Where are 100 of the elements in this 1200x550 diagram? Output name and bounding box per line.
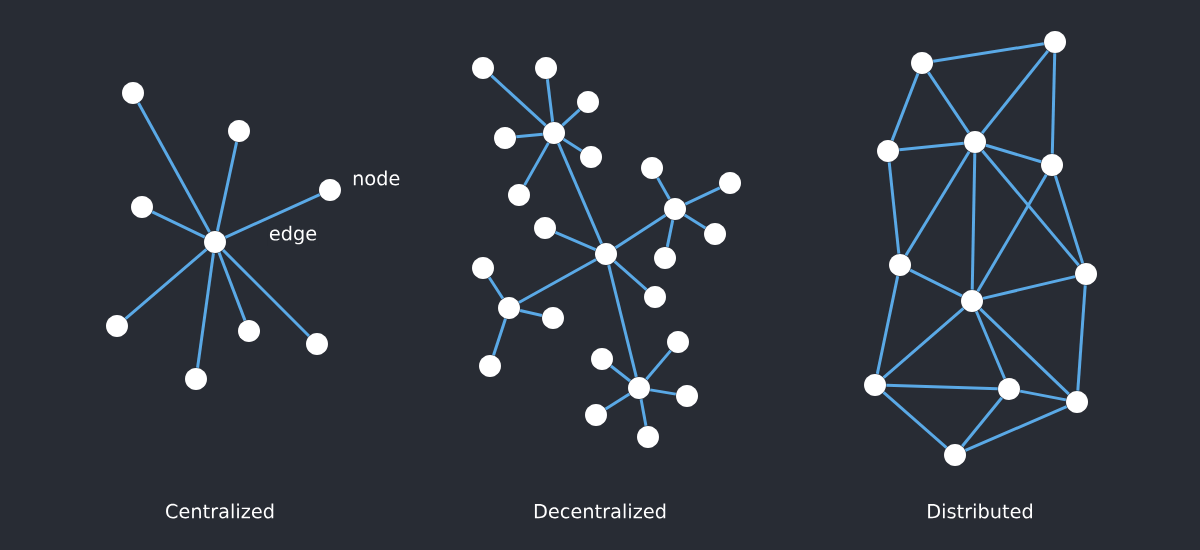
edge-line (890, 73, 920, 141)
network-node (577, 91, 599, 113)
network-node (585, 404, 607, 426)
edge-line (639, 398, 648, 427)
network-node (654, 247, 676, 269)
network-node (664, 198, 686, 220)
edge-line (927, 71, 970, 134)
edge-line (656, 177, 671, 200)
network-node (719, 172, 741, 194)
edge-line (554, 231, 597, 251)
panel-title: Decentralized (534, 503, 666, 519)
edge-line (899, 141, 964, 152)
network-node (543, 122, 565, 144)
network-node (498, 297, 520, 319)
edge-line (610, 364, 631, 383)
edge-line (684, 186, 721, 206)
network-node (595, 243, 617, 265)
edge-line (1053, 175, 1085, 264)
edge-line (490, 74, 547, 127)
edge-line (909, 268, 963, 298)
edge-line (224, 193, 321, 239)
network-node (472, 257, 494, 279)
edge-line (979, 307, 1070, 396)
edge-line (683, 213, 707, 230)
network-node (964, 131, 986, 153)
edge-line (981, 149, 1080, 267)
network-node (591, 348, 613, 370)
network-node (542, 307, 564, 329)
network-node (676, 385, 698, 407)
network-node (535, 57, 557, 79)
edge-line (607, 264, 638, 378)
network-node (228, 120, 250, 142)
network-node (534, 217, 556, 239)
network-node (944, 444, 966, 466)
network-node (889, 254, 911, 276)
edge-line (904, 150, 971, 257)
edge-line (492, 318, 507, 356)
network-node (628, 377, 650, 399)
edge-line (975, 310, 1006, 380)
network-node (472, 57, 494, 79)
network-node (580, 146, 602, 168)
network-node (1066, 391, 1088, 413)
edge-line (886, 383, 998, 391)
edge-line (964, 405, 1068, 452)
edge-line (882, 307, 965, 379)
edge-line (933, 42, 1045, 63)
network-node (204, 231, 226, 253)
network-node (319, 179, 341, 201)
edge-line (561, 108, 581, 127)
edge-line (613, 260, 648, 291)
network-node (1044, 31, 1066, 53)
edge-line (124, 248, 208, 320)
edge-line (649, 388, 677, 396)
network-node (998, 378, 1020, 400)
network-node (641, 157, 663, 179)
edge-line (519, 309, 543, 317)
edge-line (562, 137, 583, 153)
edge-line (545, 79, 555, 122)
network-node (185, 368, 207, 390)
node-label: node (353, 170, 400, 186)
edge-line (976, 174, 1048, 292)
network-node (864, 374, 886, 396)
edge-line (875, 275, 900, 375)
network-node (644, 286, 666, 308)
network-node (704, 223, 726, 245)
network-node (106, 315, 128, 337)
edge-line (961, 396, 1003, 448)
edge-line (665, 219, 675, 248)
network-node (961, 290, 983, 312)
network-node (479, 355, 501, 377)
network-node (494, 127, 516, 149)
network-node (667, 331, 689, 353)
edge-line (151, 210, 206, 239)
network-node (508, 184, 530, 206)
edge-line (982, 275, 1076, 300)
network-node (1075, 263, 1097, 285)
edge-label: edge (267, 223, 319, 247)
network-node (877, 140, 899, 162)
network-node (238, 320, 260, 342)
edge-line (1019, 389, 1067, 402)
network-node (131, 196, 153, 218)
edge-line (217, 252, 247, 321)
edge-line (196, 253, 215, 368)
network-node (637, 426, 659, 448)
edge-line (487, 276, 505, 300)
panel-title: Distributed (928, 503, 1032, 519)
panel-title: Centralized (166, 503, 274, 519)
network-node (1041, 154, 1063, 176)
edge-line (557, 142, 603, 245)
edge-line (604, 392, 631, 411)
edge-line (882, 391, 948, 449)
edge-line (614, 213, 667, 250)
edge-line (523, 142, 550, 186)
edge-line (516, 132, 543, 139)
edge-line (221, 248, 311, 338)
edge-line (1076, 285, 1087, 391)
edge-line (1050, 53, 1057, 154)
network-node (306, 333, 328, 355)
network-node (911, 52, 933, 74)
network-node (122, 82, 144, 104)
